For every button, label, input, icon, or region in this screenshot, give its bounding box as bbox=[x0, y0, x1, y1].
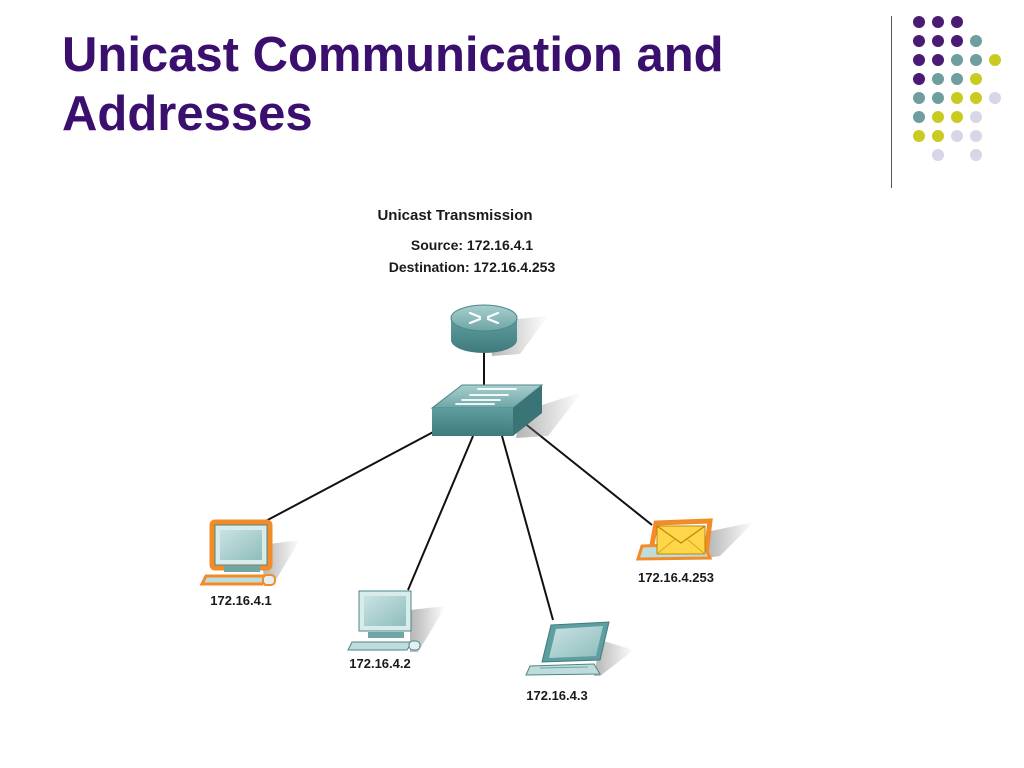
router-icon bbox=[450, 304, 548, 356]
deco-dot bbox=[970, 130, 982, 142]
deco-dot bbox=[932, 130, 944, 142]
envelope-icon bbox=[656, 525, 706, 555]
deco-dot bbox=[932, 35, 944, 47]
deco-dot bbox=[951, 73, 963, 85]
network-links bbox=[261, 352, 653, 621]
deco-dot bbox=[970, 54, 982, 66]
link-host-3 bbox=[501, 435, 554, 621]
deco-dot bbox=[932, 54, 944, 66]
host-pc-172-16-4-2 bbox=[347, 590, 446, 652]
deco-dot bbox=[989, 92, 1001, 104]
deco-dot bbox=[913, 35, 925, 47]
deco-dot bbox=[932, 111, 944, 123]
link-host-1 bbox=[261, 429, 438, 524]
switch-icon bbox=[430, 384, 582, 438]
host-4-ip-label: 172.16.4.253 bbox=[638, 570, 714, 585]
deco-dot bbox=[913, 111, 925, 123]
deco-dot bbox=[951, 35, 963, 47]
deco-dot bbox=[951, 16, 963, 28]
source-address-label: Source: 172.16.4.1 bbox=[411, 237, 533, 253]
slide-title: Unicast Communication and Addresses bbox=[62, 26, 724, 144]
deco-dot bbox=[970, 111, 982, 123]
deco-dot bbox=[989, 54, 1001, 66]
link-host-2 bbox=[407, 435, 474, 591]
deco-dot bbox=[970, 35, 982, 47]
host-1-ip-label: 172.16.4.1 bbox=[210, 593, 271, 608]
deco-dot bbox=[951, 111, 963, 123]
destination-address-label: Destination: 172.16.4.253 bbox=[389, 259, 556, 275]
deco-dot bbox=[913, 54, 925, 66]
deco-dot bbox=[913, 73, 925, 85]
title-line-1: Unicast Communication and bbox=[62, 28, 724, 82]
host-pc-172-16-4-1 bbox=[199, 519, 300, 586]
diagram-heading: Unicast Transmission bbox=[377, 207, 532, 224]
host-2-ip-label: 172.16.4.2 bbox=[349, 656, 410, 671]
deco-dot bbox=[970, 73, 982, 85]
deco-dot bbox=[932, 73, 944, 85]
deco-dot bbox=[951, 54, 963, 66]
title-line-2: Addresses bbox=[62, 87, 313, 141]
decorative-divider bbox=[891, 16, 892, 188]
deco-dot bbox=[932, 149, 944, 161]
host-3-ip-label: 172.16.4.3 bbox=[526, 688, 587, 703]
deco-dot bbox=[951, 130, 963, 142]
deco-dot bbox=[913, 16, 925, 28]
deco-dot bbox=[951, 92, 963, 104]
host-laptop-172-16-4-3 bbox=[525, 621, 634, 676]
decorative-dot-grid bbox=[913, 16, 1001, 161]
deco-dot bbox=[932, 16, 944, 28]
deco-dot bbox=[913, 92, 925, 104]
host-laptop-172-16-4-253 bbox=[635, 518, 754, 561]
link-host-4 bbox=[522, 421, 653, 526]
deco-dot bbox=[913, 130, 925, 142]
deco-dot bbox=[970, 92, 982, 104]
deco-dot bbox=[932, 92, 944, 104]
deco-dot bbox=[970, 149, 982, 161]
